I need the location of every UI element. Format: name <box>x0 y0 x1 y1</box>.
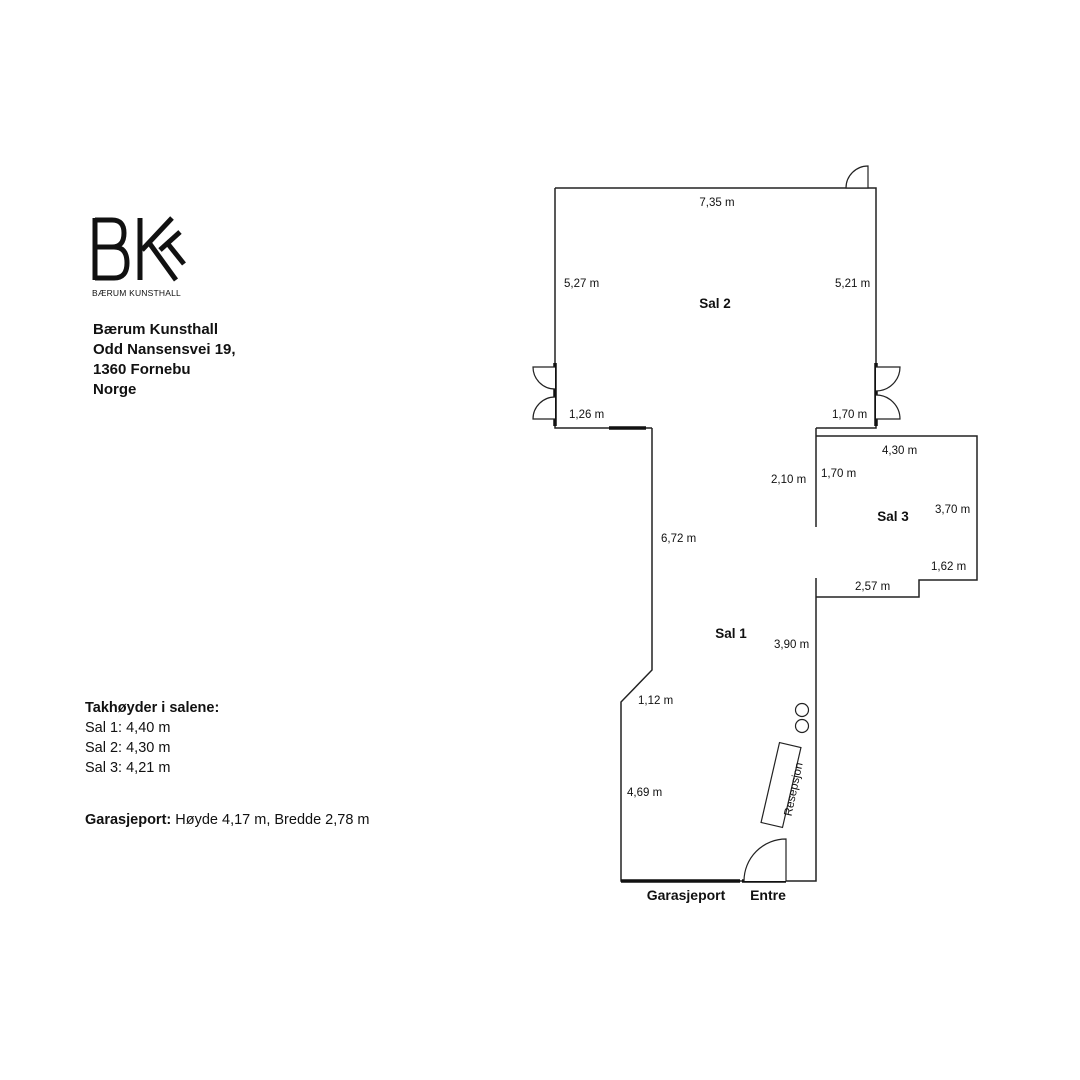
dimension-label: 2,10 m <box>771 474 806 486</box>
dimension-label: 6,72 m <box>661 533 696 545</box>
dimension-label: 1,26 m <box>569 409 604 421</box>
sal3-walls <box>815 428 978 598</box>
dimension-label: 3,70 m <box>935 504 970 516</box>
address-line-name: Bærum Kunsthall <box>93 321 219 338</box>
column-circle <box>794 702 810 718</box>
room-label-sal3: Sal 3 <box>877 509 909 524</box>
dimension-label: 5,27 m <box>564 278 599 290</box>
address-line-country: Norge <box>93 381 137 398</box>
door-sal2-top <box>845 165 869 189</box>
garage-door-info: Garasjeport: Høyde 4,17 m, Bredde 2,78 m <box>85 812 370 828</box>
dimension-label: 1,70 m <box>821 468 856 480</box>
garage-door-value: Høyde 4,17 m, Bredde 2,78 m <box>171 812 370 828</box>
dimension-label: 1,62 m <box>931 561 966 573</box>
column-circle <box>794 718 810 734</box>
ceiling-height-sal3: Sal 3: 4,21 m <box>85 760 171 776</box>
dimension-label: 4,30 m <box>882 445 917 457</box>
dimension-label: 7,35 m <box>699 197 734 209</box>
door-sal2-right <box>875 366 901 420</box>
garage-label: Garasjeport <box>647 887 726 903</box>
garage-door-label: Garasjeport: <box>85 812 172 828</box>
dimension-label: 2,57 m <box>855 581 890 593</box>
room-label-sal1: Sal 1 <box>715 626 747 641</box>
room-label-sal2: Sal 2 <box>699 296 731 311</box>
address-line-street: Odd Nansensvei 19, <box>93 341 236 358</box>
ceiling-heights: Takhøyder i salene: Sal 1: 4,40 m Sal 2:… <box>85 698 219 778</box>
bkk-logo <box>92 216 186 282</box>
dimension-label: 5,21 m <box>835 278 870 290</box>
entrance-label: Entre <box>750 887 786 903</box>
ceiling-height-sal1: Sal 1: 4,40 m <box>85 720 171 736</box>
sal1-walls <box>620 428 817 882</box>
door-sal2-left <box>532 366 556 420</box>
dimension-label: 3,90 m <box>774 639 809 651</box>
dimension-label: 1,12 m <box>638 695 673 707</box>
logo-subtitle: BÆRUM KUNSTHALL <box>92 288 181 298</box>
ceiling-height-sal2: Sal 2: 4,30 m <box>85 740 171 756</box>
address-line-city: 1360 Fornebu <box>93 361 191 378</box>
reception-desk: Resepsjon <box>760 741 806 829</box>
dimension-label: 1,70 m <box>832 409 867 421</box>
entrance-door <box>743 838 787 882</box>
dimension-label: 4,69 m <box>627 787 662 799</box>
address-block: Bærum Kunsthall Odd Nansensvei 19, 1360 … <box>93 320 236 400</box>
ceiling-heights-heading: Takhøyder i salene: <box>85 700 220 716</box>
